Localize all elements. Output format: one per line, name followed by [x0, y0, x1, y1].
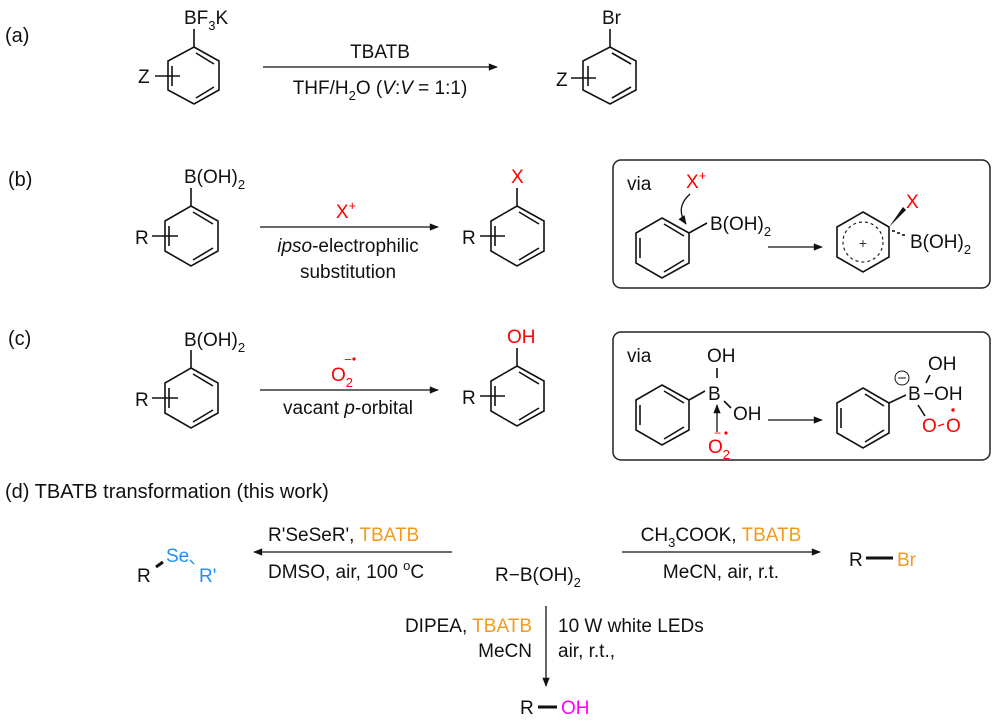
product-aryl-x: X R — [462, 167, 545, 267]
benzene-ring — [480, 348, 545, 427]
product-bromide: R Br — [849, 550, 917, 571]
svg-text:−: − — [714, 426, 721, 440]
benzene-ring — [635, 217, 708, 279]
curved-arrow — [678, 193, 691, 225]
svg-text:−OH: −OH — [923, 384, 963, 405]
svg-text:O: O — [946, 416, 961, 437]
svg-text:via: via — [627, 346, 652, 367]
selenation-reagents: R'SeSeR', TBATB — [268, 525, 419, 546]
svg-text:OH: OH — [733, 404, 762, 425]
svg-text:O2: O2 — [708, 437, 730, 462]
wheland-intermediate: + — [836, 207, 906, 273]
svg-text:via: via — [627, 174, 652, 195]
svg-text:X+: X+ — [686, 168, 706, 193]
svg-text:X: X — [906, 192, 919, 213]
light-source: 10 W white LEDs — [558, 616, 704, 637]
svg-text:X: X — [511, 167, 524, 188]
panel-b-label: (b) — [8, 169, 32, 191]
condition-ipso: ipso-electrophilic — [277, 236, 419, 257]
svg-text:R: R — [520, 698, 534, 719]
svg-text:R: R — [462, 388, 476, 409]
product-alcohol: R OH — [520, 698, 590, 719]
svg-text:Br: Br — [897, 550, 917, 571]
svg-text:B: B — [908, 384, 921, 405]
bromination-reagents: CH3COOK, TBATB — [641, 525, 802, 550]
selenation-conditions: DMSO, air, 100 oC — [268, 558, 424, 583]
panel-d: (d) TBATB transformation (this work) R−B… — [5, 481, 917, 719]
svg-text:R: R — [137, 566, 151, 587]
substituent-z: Z — [138, 67, 150, 88]
benzene-ring — [480, 188, 545, 267]
bromination-conditions: MeCN, air, r.t. — [663, 562, 779, 583]
condition-substitution: substitution — [300, 262, 396, 283]
svg-text:OH: OH — [707, 346, 736, 367]
svg-text:B(OH)2: B(OH)2 — [184, 330, 245, 355]
svg-text:−: − — [344, 352, 352, 367]
svg-text:Z: Z — [556, 70, 568, 91]
svg-text:B(OH)2: B(OH)2 — [184, 167, 245, 192]
benzene-ring — [152, 188, 219, 267]
reactant-arylboronic-acid: B(OH)2 R — [135, 167, 245, 267]
hydroxylation-reagents: DIPEA, TBATB — [405, 616, 532, 637]
benzene-ring — [155, 29, 220, 105]
svg-text:B(OH)2: B(OH)2 — [910, 232, 971, 257]
panel-c: (c) B(OH)2 R O2 − vacant p-orbital OH — [8, 327, 991, 462]
svg-text:B: B — [708, 384, 721, 405]
mechanism-box-b: via X+ B(OH)2 + X B(OH)2 — [612, 159, 991, 289]
product-selenide: R Se R' — [137, 546, 216, 587]
benzene-ring — [635, 384, 706, 446]
svg-text:OH: OH — [928, 354, 957, 375]
svg-text:R: R — [135, 228, 149, 249]
svg-text:OH: OH — [507, 327, 536, 348]
solvent-condition: THF/H2O (V:V = 1:1) — [293, 78, 468, 103]
svg-text:R: R — [135, 390, 149, 411]
svg-text:+: + — [859, 235, 867, 251]
panel-a: (a) BF3K Z TBATB THF/H2O (V:V = 1:1) Br — [5, 8, 637, 105]
product-aryl-bromide: Br Z — [556, 8, 637, 105]
svg-text:BF3K: BF3K — [184, 8, 229, 33]
benzene-ring — [152, 350, 219, 429]
panel-b: (b) B(OH)2 R X+ ipso-electrophilic subst… — [8, 159, 991, 289]
benzene-ring — [571, 29, 637, 105]
panel-d-title: (d) TBATB transformation (this work) — [5, 481, 329, 503]
superoxide-label: O2 — [331, 365, 353, 390]
svg-text:Se: Se — [166, 546, 189, 567]
svg-text:Br: Br — [602, 8, 622, 29]
svg-text:O: O — [922, 416, 937, 437]
svg-text:R': R' — [199, 566, 216, 587]
boronate-peroxyl-adduct: B OH −OH O O — [836, 354, 963, 449]
mechanism-box-c: via OH B OH O2 − — [612, 331, 991, 462]
svg-text:B(OH)2: B(OH)2 — [710, 214, 771, 239]
condition-vacant-p-orbital: vacant p-orbital — [283, 398, 413, 419]
svg-text:R: R — [462, 228, 476, 249]
center-boronic-acid: R−B(OH)2 — [495, 565, 581, 590]
hydroxylation-conditions: air, r.t., — [558, 641, 615, 662]
reactant-arylboronic-acid: B(OH)2 R — [135, 330, 245, 429]
panel-c-label: (c) — [8, 328, 31, 350]
panel-a-label: (a) — [5, 25, 29, 47]
svg-text:R: R — [849, 550, 863, 571]
product-phenol: OH R — [462, 327, 545, 427]
reagent-tbatb: TBATB — [350, 42, 410, 63]
electrophile-label: X+ — [336, 198, 356, 223]
reactant-aryl-trifluoroborate: BF3K Z — [138, 8, 229, 105]
svg-text:OH: OH — [561, 698, 590, 719]
hydroxylation-solvent: MeCN — [478, 641, 532, 662]
